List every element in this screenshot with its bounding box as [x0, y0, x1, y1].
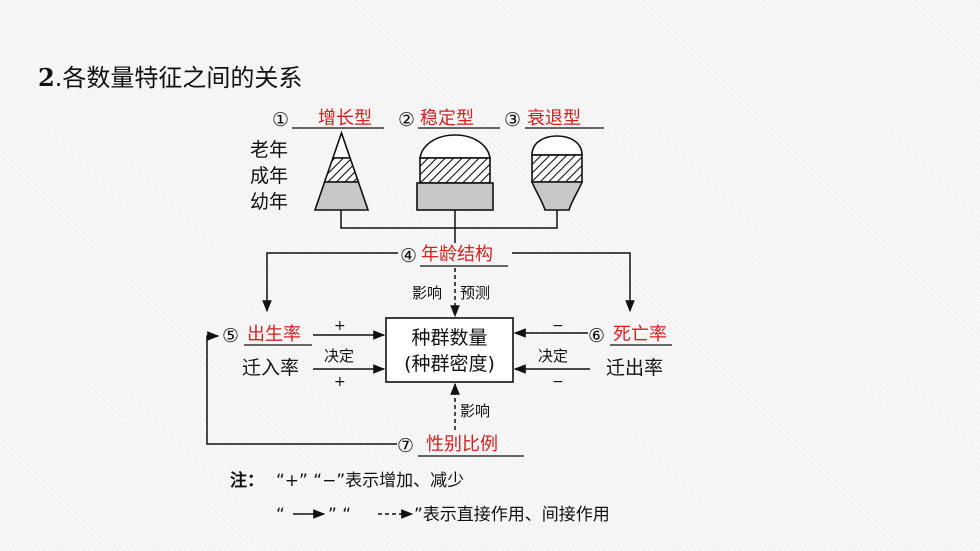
predict-label: 预测 — [460, 284, 490, 302]
influence-label-bottom: 影响 — [460, 402, 490, 420]
age-label-old: 老年 — [250, 139, 288, 161]
population-line2: (种群密度) — [404, 353, 495, 375]
age-structure-label: 年龄结构 — [421, 244, 493, 265]
type1-label: 增长型 — [318, 108, 372, 129]
note-line2-close: ”表示直接作用、间接作用 — [414, 505, 610, 525]
arrow-sex-to-birth — [206, 331, 397, 445]
type3-marker: ③ — [504, 109, 521, 131]
page-title: 2.各数量特征之间的关系 — [38, 58, 302, 93]
emigration-minus: − — [552, 374, 564, 390]
note-line2-open: “ — [276, 505, 285, 525]
death-label: 死亡率 — [613, 324, 667, 345]
sex-ratio-label: 性别比例 — [426, 434, 498, 455]
note-prefix: 注： — [230, 470, 264, 491]
death-minus: − — [552, 318, 564, 334]
stable-pyramid — [416, 134, 494, 211]
type2-label: 稳定型 — [420, 108, 474, 129]
growth-pyramid — [313, 130, 370, 211]
sex-ratio-marker: ⑦ — [397, 435, 414, 457]
pyramids-connector — [340, 210, 558, 243]
death-marker: ⑥ — [588, 325, 605, 347]
population-box — [385, 317, 514, 383]
arrow-age-to-death — [512, 252, 635, 313]
note-line1: “+” “−”表示增加、减少 — [276, 471, 464, 491]
decide-right-label: 决定 — [538, 347, 568, 365]
type1-marker: ① — [272, 109, 289, 131]
type3-label: 衰退型 — [527, 108, 581, 129]
immigration-label: 迁入率 — [242, 357, 299, 379]
title-number: 2 — [38, 63, 55, 92]
decide-left-label: 决定 — [324, 347, 354, 365]
immigration-plus: + — [334, 374, 346, 390]
type2-marker: ② — [398, 109, 415, 131]
population-line1: 种群数量 — [411, 327, 487, 349]
age-label-young: 幼年 — [250, 191, 288, 213]
note-line2-middle: ” “ — [328, 505, 351, 525]
birth-marker: ⑤ — [222, 325, 239, 347]
birth-label: 出生率 — [247, 324, 301, 345]
age-structure-marker: ④ — [400, 245, 417, 267]
influence-label-top: 影响 — [412, 284, 442, 302]
emigration-label: 迁出率 — [606, 357, 663, 379]
arrow-age-to-birth — [262, 252, 398, 313]
declining-pyramid — [530, 135, 584, 211]
age-label-adult: 成年 — [250, 165, 288, 187]
birth-plus: + — [334, 318, 346, 334]
title-text: .各数量特征之间的关系 — [54, 64, 303, 92]
